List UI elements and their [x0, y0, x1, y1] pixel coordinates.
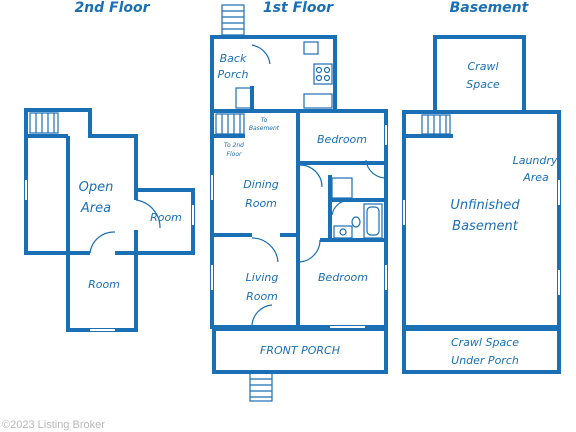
label-crawl-under-2: Under Porch [451, 354, 519, 367]
label-to-2nd-floor-2: Floor [227, 151, 242, 158]
label-room-south: Room [88, 278, 120, 291]
label-bedroom-top: Bedroom [317, 133, 367, 146]
label-unfinished-2: Basement [452, 219, 519, 234]
interior-stairs [215, 113, 245, 135]
title-first-floor: 1st Floor [263, 0, 334, 16]
basement-stairs [421, 114, 451, 135]
toilet [351, 216, 361, 228]
label-living-room-1: Living [246, 271, 279, 284]
label-crawl-space-1: Crawl [468, 60, 499, 73]
first-floor-plan [210, 35, 388, 374]
second-floor-stairs [29, 112, 59, 134]
title-second-floor: 2nd Floor [74, 0, 150, 16]
counter [303, 93, 333, 109]
label-open-area-2: Area [80, 201, 111, 216]
label-to-basement-2: Basement [249, 125, 280, 132]
second-floor-plan [24, 108, 195, 332]
label-dining-room-1: Dining [243, 178, 279, 191]
label-bedroom-bottom: Bedroom [318, 271, 368, 284]
vanity [333, 225, 353, 239]
watermark: ©2023 Listing Broker [2, 419, 105, 431]
basement-plan [402, 35, 561, 374]
label-crawl-space-2: Space [466, 78, 500, 91]
label-front-porch: FRONT PORCH [260, 344, 340, 357]
label-open-area-1: Open [79, 180, 114, 195]
label-laundry-1: Laundry [513, 154, 558, 167]
label-living-room-2: Room [246, 290, 278, 303]
sink [303, 41, 319, 55]
label-dining-room-2: Room [245, 197, 277, 210]
front-steps [249, 372, 273, 402]
label-room-east: Room [150, 211, 182, 224]
label-crawl-under-1: Crawl Space [451, 336, 519, 349]
label-to-2nd-floor-1: To 2nd [224, 142, 244, 149]
bathtub [363, 203, 383, 239]
title-basement: Basement [450, 0, 530, 16]
stove [313, 63, 333, 85]
rear-stairs [221, 4, 245, 36]
fridge [235, 87, 253, 109]
label-back-porch-2: Porch [218, 68, 249, 81]
label-laundry-2: Area [522, 171, 549, 184]
label-back-porch-1: Back [220, 52, 247, 65]
label-unfinished-1: Unfinished [450, 198, 520, 213]
label-to-basement-1: To [261, 117, 268, 124]
